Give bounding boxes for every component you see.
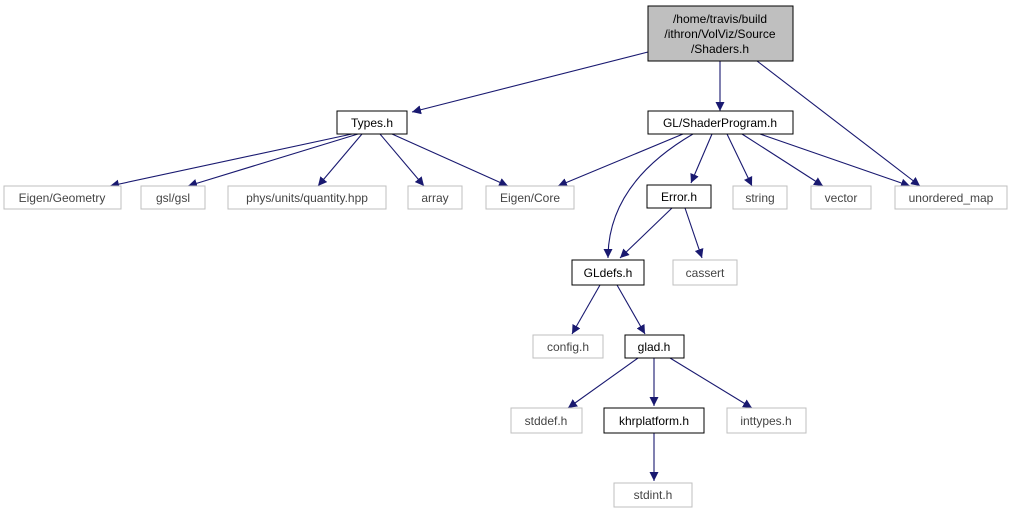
node-vector-label: vector	[825, 191, 858, 205]
node-string-label: string	[745, 191, 774, 205]
node-config-h-label: config.h	[547, 340, 589, 354]
edge-shaderprogram-unordered-map	[759, 133, 911, 188]
edge-gldefs-glad	[616, 284, 646, 335]
node-stddef-h-label: stddef.h	[525, 414, 568, 428]
dependency-edges	[109, 51, 921, 481]
edge-shaderprogram-error	[690, 133, 713, 184]
edge-glad-stddef	[567, 357, 639, 409]
node-eigen-geometry: Eigen/Geometry	[3, 185, 122, 210]
edge-shaderprogram-vector	[741, 133, 824, 187]
node-eigen-core-label: Eigen/Core	[500, 191, 560, 205]
node-stdint-h: stdint.h	[613, 482, 693, 508]
node-config-h: config.h	[532, 334, 604, 359]
node-eigen-geometry-label: Eigen/Geometry	[19, 191, 106, 205]
edge-shaderprogram-eigen-core	[557, 133, 684, 187]
node-shaderprogram-h[interactable]: GL/ShaderProgram.h	[647, 110, 794, 135]
edge-gldefs-config	[571, 284, 601, 335]
node-types-h[interactable]: Types.h	[336, 110, 408, 135]
node-glad-h[interactable]: glad.h	[624, 334, 685, 359]
node-khrplatform-h[interactable]: khrplatform.h	[603, 407, 705, 434]
node-gsl-gsl: gsl/gsl	[140, 185, 206, 210]
node-array-label: array	[421, 191, 448, 205]
node-shaderprogram-h-label: GL/ShaderProgram.h	[663, 116, 777, 130]
node-gsl-gsl-label: gsl/gsl	[156, 191, 190, 205]
edge-shaders-types	[411, 51, 649, 115]
node-gldefs-h-label: GLdefs.h	[584, 266, 633, 280]
node-cassert: cassert	[672, 259, 738, 286]
edge-error-cassert	[684, 207, 704, 259]
node-cassert-label: cassert	[686, 266, 725, 280]
edge-types-array	[379, 133, 425, 187]
edge-error-gldefs	[619, 207, 673, 259]
node-error-h[interactable]: Error.h	[646, 184, 712, 209]
root-label-line-1: /home/travis/build	[673, 12, 767, 26]
edge-types-eigen-geometry	[109, 133, 353, 189]
node-error-h-label: Error.h	[661, 190, 697, 204]
node-phys-units-quantity: phys/units/quantity.hpp	[227, 185, 387, 210]
node-phys-units-quantity-label: phys/units/quantity.hpp	[246, 191, 368, 205]
root-label-line-2: /ithron/VolViz/Source	[664, 27, 776, 41]
edge-types-phys-units	[317, 133, 363, 187]
edge-glad-inttypes	[669, 357, 753, 409]
edge-shaderprogram-gldefs	[603, 133, 694, 259]
node-gldefs-h[interactable]: GLdefs.h	[571, 259, 645, 286]
node-stdint-h-label: stdint.h	[634, 488, 673, 502]
node-glad-h-label: glad.h	[638, 340, 671, 354]
root-label-line-3: /Shaders.h	[691, 42, 749, 56]
edge-types-gsl	[187, 133, 359, 188]
node-types-h-label: Types.h	[351, 116, 393, 130]
edge-shaderprogram-string	[726, 133, 753, 187]
node-vector: vector	[810, 185, 872, 210]
edge-shaders-unordered-map	[756, 60, 921, 187]
node-inttypes-h-label: inttypes.h	[740, 414, 791, 428]
root-node-shaders-h[interactable]: /home/travis/build /ithron/VolViz/Source…	[647, 5, 794, 62]
node-string: string	[732, 185, 788, 210]
node-inttypes-h: inttypes.h	[726, 407, 807, 434]
node-unordered-map-label: unordered_map	[909, 191, 994, 205]
node-array: array	[407, 185, 463, 210]
node-khrplatform-h-label: khrplatform.h	[619, 414, 689, 428]
node-eigen-core: Eigen/Core	[485, 185, 575, 210]
node-unordered-map: unordered_map	[894, 185, 1008, 210]
node-stddef-h: stddef.h	[510, 407, 583, 434]
edge-types-eigen-core	[391, 133, 509, 187]
